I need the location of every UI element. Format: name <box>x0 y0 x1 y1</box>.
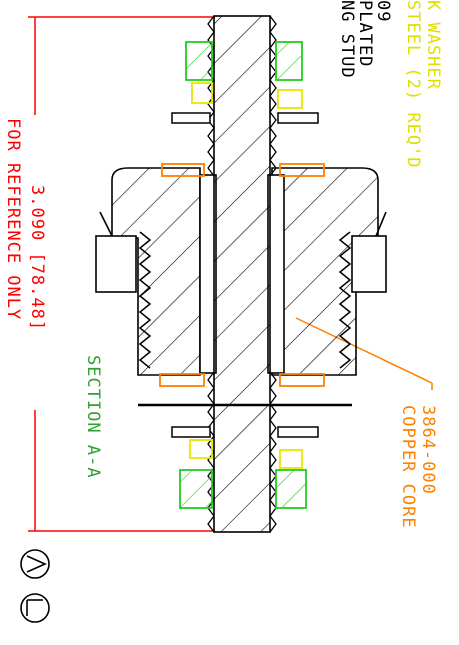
housing-left <box>111 167 201 376</box>
washer-note-line-2: STEEL (2) REQ'D <box>403 0 423 169</box>
stud-thread-right <box>269 15 277 177</box>
bushing-bottom-left <box>159 373 205 387</box>
nut-top-left <box>185 41 213 81</box>
stud-note-line-1: 09 <box>373 0 393 22</box>
stud-thread-left <box>207 15 215 177</box>
flange-left-notch <box>99 211 113 237</box>
lock-washers <box>189 82 303 469</box>
dimension-value: 3.090 [78.48] <box>27 185 47 331</box>
dimension-group: FOR REFERENCE ONLY 3.090 [78.48] <box>3 16 215 532</box>
washer-bottom-left <box>171 426 211 438</box>
housing <box>95 167 387 376</box>
orange-bushings <box>159 163 325 387</box>
lockwasher-top-right <box>277 89 303 109</box>
flange-right <box>351 235 387 293</box>
lockwasher-bottom-left <box>189 439 213 459</box>
stud-note-line-3: NG STUD <box>337 0 357 79</box>
stud-body <box>213 15 271 533</box>
nut-bottom-left <box>179 469 213 509</box>
triangle-symbol-icon <box>20 549 50 579</box>
stud-thread-right-bottom <box>269 371 277 533</box>
washer-bottom-right <box>277 426 319 438</box>
nuts <box>179 41 307 509</box>
bushing-top-right <box>279 163 325 177</box>
dimension-note: FOR REFERENCE ONLY <box>3 118 23 320</box>
thread-right <box>338 231 352 369</box>
copper-core-callout: 3864-000 COPPER CORE <box>295 317 438 529</box>
section-label: SECTION A-A <box>83 355 103 479</box>
flat-washers <box>171 112 319 438</box>
lockwasher-bottom-right <box>279 449 303 469</box>
stud-note-line-2: PLATED <box>355 0 375 67</box>
nut-top-right <box>275 41 303 81</box>
bushing-top-left <box>161 163 205 177</box>
t-symbol-icon <box>20 593 50 623</box>
bushing-bottom-right <box>279 373 325 387</box>
nut-bottom-right <box>275 469 307 509</box>
washer-note-line-1: K WASHER <box>423 0 443 90</box>
washer-top-left <box>171 112 211 124</box>
washer-top-right <box>277 112 319 124</box>
flange-left <box>95 235 137 293</box>
housing-right <box>271 167 379 376</box>
callout-description: COPPER CORE <box>398 405 418 529</box>
top-notes: K WASHER STEEL (2) REQ'D 09 PLATED NG ST… <box>337 0 443 169</box>
thread-left <box>138 231 152 369</box>
stud <box>207 15 277 533</box>
callout-part-number: 3864-000 <box>418 405 438 495</box>
flange-right-notch <box>375 211 387 237</box>
lockwasher-top-left <box>191 82 213 104</box>
